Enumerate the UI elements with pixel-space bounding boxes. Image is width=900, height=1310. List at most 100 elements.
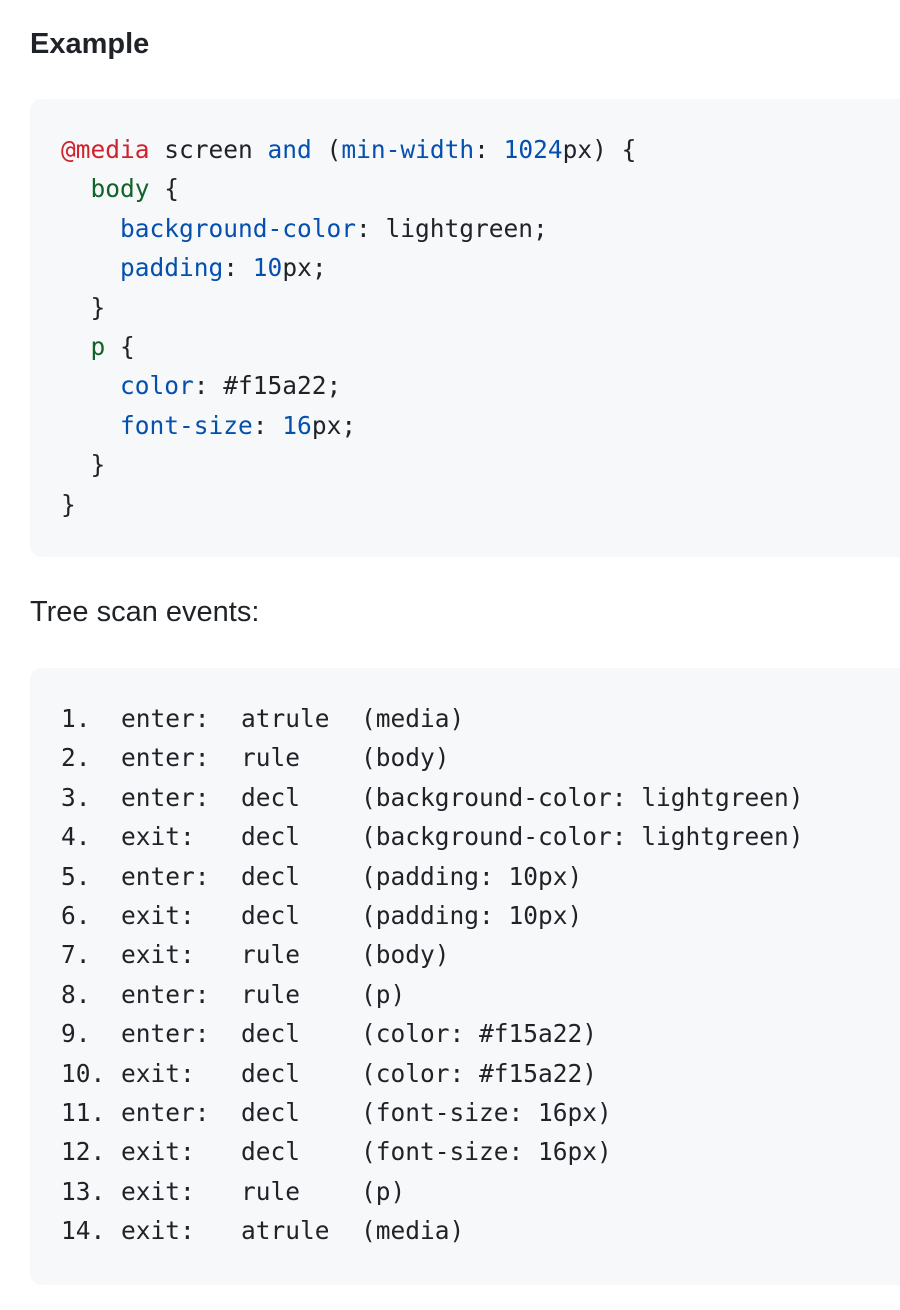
code-token-prop: background-color <box>120 213 357 243</box>
event-node-type: rule <box>241 979 301 1009</box>
event-kind: exit: <box>121 1176 195 1206</box>
code-token-num: 1024 <box>503 135 563 164</box>
event-detail: (color: #f15a22) <box>361 1019 598 1049</box>
event-kind: enter: <box>121 979 210 1009</box>
event-kind: enter: <box>121 1097 210 1127</box>
css-code-block: @media screen and (min-width: 1024px) { … <box>30 99 900 557</box>
code-token-plain: px) { <box>562 135 637 164</box>
code-token-plain: { <box>149 174 180 204</box>
code-token-num: 16 <box>282 410 312 440</box>
event-number: 6. <box>61 900 91 930</box>
event-node-type: decl <box>241 861 301 891</box>
event-kind: enter: <box>121 743 210 773</box>
code-token-num: 10 <box>252 253 283 283</box>
event-node-type: atrule <box>241 704 330 733</box>
code-token-plain: : <box>474 135 504 164</box>
code-token-prop: padding <box>120 253 224 283</box>
event-row: 12. exit: decl (font-size: 16px) <box>61 1132 804 1171</box>
event-node-type: rule <box>241 743 301 773</box>
tree-scan-heading: Tree scan events: <box>30 596 260 628</box>
code-token-plain: : lightgreen; <box>356 213 548 243</box>
event-kind: enter: <box>121 861 210 891</box>
event-kind: enter: <box>121 1019 210 1049</box>
code-token-plain <box>61 332 91 361</box>
event-number: 5. <box>61 861 91 891</box>
event-detail: (color: #f15a22) <box>361 1058 598 1088</box>
event-row: 10.exit:decl(color: #f15a22) <box>61 1054 804 1093</box>
code-token-plain <box>61 253 120 282</box>
event-node-type: decl <box>241 1019 301 1049</box>
event-detail: (body) <box>361 743 450 773</box>
event-number: 10. <box>61 1058 106 1088</box>
event-detail: (font-size: 16px) <box>361 1137 612 1167</box>
event-row: 11. enter: decl (font-size: 16px) <box>61 1093 804 1132</box>
event-number: 4. <box>61 822 91 852</box>
event-number: 2. <box>61 743 91 773</box>
code-token-plain: : <box>252 410 283 440</box>
event-number: 8. <box>61 979 91 1009</box>
code-token-sel: p <box>90 331 106 361</box>
event-node-type: decl <box>241 1097 301 1127</box>
event-node-type: decl <box>241 1137 301 1167</box>
code-token-plain: : <box>223 253 253 283</box>
code-line: @media screen and (min-width: 1024px) { <box>61 130 636 169</box>
code-token-prop: color <box>120 371 194 401</box>
event-node-type: decl <box>241 900 301 930</box>
event-node-type: decl <box>241 1058 301 1088</box>
code-token-prop: min-width <box>341 135 475 164</box>
event-kind: exit: <box>121 900 195 930</box>
event-detail: (padding: 10px) <box>361 861 583 891</box>
event-row: 13.exit:rule(p) <box>61 1172 804 1211</box>
code-token-plain: : #f15a22; <box>193 371 342 401</box>
code-line: padding: 10px; <box>61 248 636 287</box>
event-detail: (p) <box>361 1176 406 1206</box>
event-node-type: decl <box>241 822 301 852</box>
event-number: 11. <box>61 1097 106 1127</box>
event-kind: exit: <box>121 1216 195 1246</box>
code-token-sel: body <box>90 174 150 204</box>
event-row: 1.enter:atrule(media) <box>61 699 804 738</box>
example-heading: Example <box>30 28 150 60</box>
event-row: 4. exit: decl (background-color: lightgreen… <box>61 817 804 856</box>
event-detail: (p) <box>361 979 406 1009</box>
code-token-plain: } <box>61 292 106 322</box>
event-detail: (font-size: 16px) <box>361 1097 612 1127</box>
event-kind: exit: <box>121 940 195 970</box>
event-detail: (media) <box>361 1216 465 1246</box>
event-detail: (padding: 10px) <box>361 900 583 930</box>
code-token-atkw: @media <box>61 135 150 164</box>
event-kind: enter: <box>121 782 210 812</box>
code-line: body { <box>61 169 636 208</box>
event-row: 14.exit:atrule(media) <box>61 1211 804 1250</box>
event-kind: exit: <box>121 1137 195 1167</box>
event-row: 5. enter: decl (padding: 10px) <box>61 857 804 896</box>
event-row: 3.enter:decl(background-color: lightgree… <box>61 778 804 817</box>
event-kind: exit: <box>121 822 195 852</box>
event-node-type: atrule <box>241 1216 330 1246</box>
event-row: 7.exit:rule(body) <box>61 935 804 974</box>
code-line: font-size: 16px; <box>61 406 636 445</box>
code-line: } <box>61 445 636 484</box>
event-number: 3. <box>61 782 91 812</box>
code-line: } <box>61 288 636 327</box>
event-number: 12. <box>61 1137 106 1167</box>
event-row: 8. enter: rule (p) <box>61 975 804 1014</box>
event-detail: (media) <box>361 704 465 733</box>
event-number: 7. <box>61 940 91 970</box>
code-token-prop: font-size <box>120 410 253 440</box>
code-token-plain: px; <box>311 410 357 440</box>
event-row: 9.enter:decl(color: #f15a22) <box>61 1014 804 1053</box>
code-token-plain <box>61 371 120 400</box>
code-token-plain <box>61 174 91 203</box>
event-row: 2. enter: rule (body) <box>61 738 804 777</box>
code-line: p { <box>61 327 636 366</box>
css-code: @media screen and (min-width: 1024px) { … <box>61 130 636 524</box>
tree-scan-events-block: 1.enter:atrule(media)2.enter:rule(body)3… <box>30 668 900 1285</box>
code-token-plain: } <box>61 489 76 519</box>
event-node-type: rule <box>241 1176 301 1206</box>
code-token-plain <box>61 411 120 440</box>
code-token-plain: } <box>61 450 106 480</box>
code-line: background-color: lightgreen; <box>61 209 636 248</box>
event-detail: (background-color: lightgreen) <box>361 782 804 812</box>
event-detail: (background-color: lightgreen) <box>361 822 804 852</box>
